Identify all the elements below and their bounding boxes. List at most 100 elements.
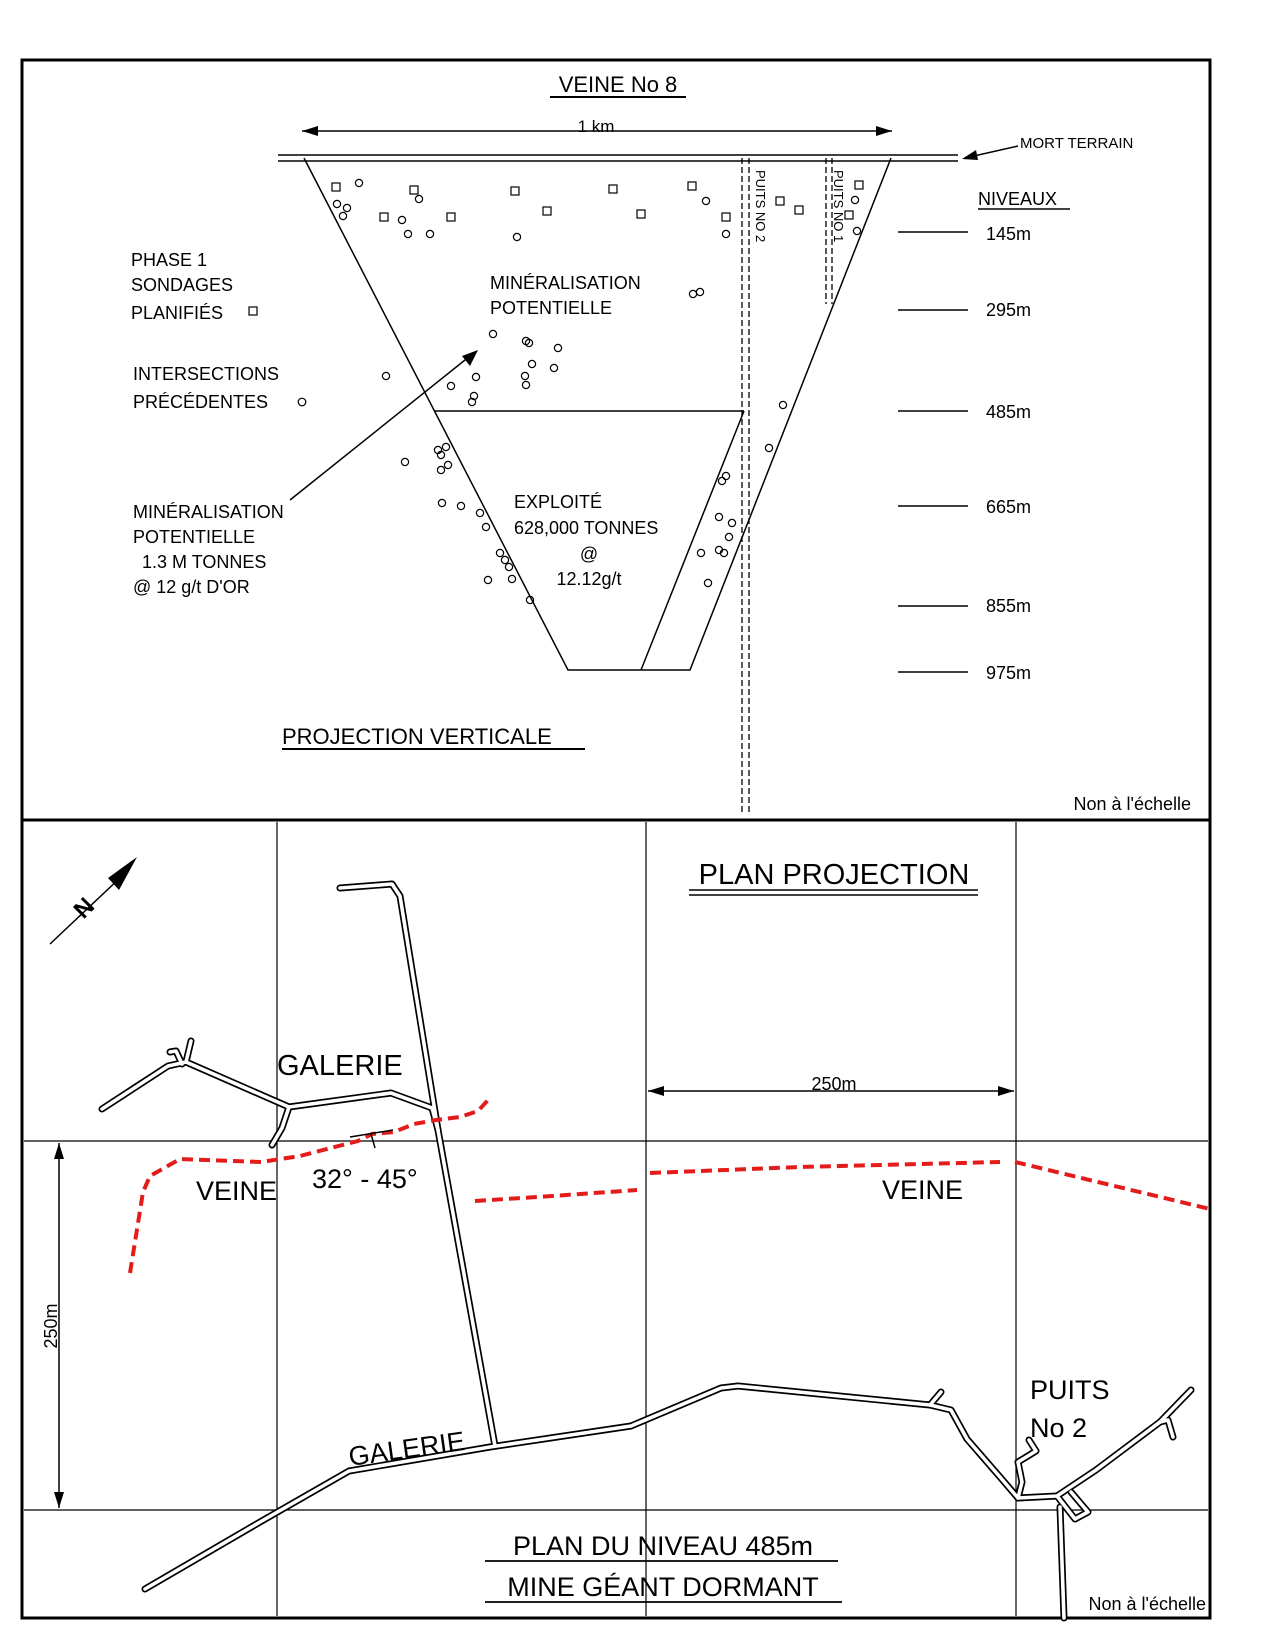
intersection	[695, 287, 705, 297]
intersection	[469, 391, 479, 401]
intersections-line-1: INTERSECTIONS	[133, 364, 279, 384]
intersection	[764, 443, 774, 453]
plan-grid	[24, 822, 1208, 1616]
intersection	[467, 397, 477, 407]
shaft-2-station-fill	[1016, 1438, 1038, 1500]
north-drift-fill	[338, 882, 497, 1448]
level-label: 975m	[986, 663, 1031, 683]
planned-hole	[446, 212, 456, 222]
intersection	[521, 380, 531, 390]
intersection	[507, 574, 517, 584]
veine-right-label: VEINE	[882, 1175, 963, 1205]
galerie-upper-label: GALERIE	[277, 1050, 403, 1082]
planned-hole	[409, 185, 419, 195]
intersection	[512, 232, 522, 242]
vein-trace-far-east	[1014, 1160, 1211, 1211]
intersection	[456, 501, 466, 511]
intersection	[381, 371, 391, 381]
intersection	[721, 229, 731, 239]
planned-hole	[542, 206, 552, 216]
vein-trace-west	[128, 1098, 490, 1274]
planned-hole	[854, 180, 864, 190]
north-arrow: N	[49, 857, 137, 945]
vein-traces	[128, 1098, 1211, 1274]
potential-outside-line-2: POTENTIELLE	[133, 527, 255, 547]
plan-title-line-2: MINE GÉANT DORMANT	[507, 1572, 819, 1602]
top-scale-note: Non à l'échelle	[1073, 794, 1191, 814]
level-label: 665m	[986, 497, 1031, 517]
upper-galerie-stub-2-fill	[168, 1049, 184, 1066]
intersection	[403, 229, 413, 239]
potential-outside-line-4: @ 12 g/t D'OR	[133, 577, 250, 597]
intersection	[414, 194, 424, 204]
intersection	[504, 562, 514, 572]
veine-left-label: VEINE	[196, 1176, 277, 1206]
planned-hole	[775, 196, 785, 206]
dip-symbol-strike	[349, 1129, 394, 1138]
intersection	[332, 199, 342, 209]
intersection	[520, 371, 530, 381]
intersection	[342, 203, 352, 213]
intersection	[524, 338, 534, 348]
intersection	[527, 359, 537, 369]
intersection	[443, 460, 453, 470]
intersection	[397, 215, 407, 225]
intersection	[436, 465, 446, 475]
planned-hole	[721, 212, 731, 222]
mined-line-3: @	[580, 544, 598, 564]
vein-trace-central	[474, 1188, 638, 1203]
planned-hole	[636, 209, 646, 219]
mined-line-2: 628,000 TONNES	[514, 518, 658, 538]
intersection	[525, 595, 535, 605]
potential-outside-line-1: MINÉRALISATION	[133, 502, 284, 522]
intersection	[852, 226, 862, 236]
intersection	[495, 548, 505, 558]
intersection	[354, 178, 364, 188]
planned-hole	[687, 181, 697, 191]
potential-outside-line-3: 1.3 M TONNES	[142, 552, 266, 572]
vein-outline	[303, 157, 892, 671]
intersection	[446, 381, 456, 391]
intersection	[850, 195, 860, 205]
grid-h-label: 250m	[811, 1074, 856, 1094]
planned-hole-legend-symbol	[248, 306, 258, 316]
level-label: 855m	[986, 596, 1031, 616]
mined-line-1: EXPLOITÉ	[514, 492, 602, 512]
overburden-label: MORT TERRAIN	[1020, 135, 1133, 152]
east-drift-stub-fill	[1158, 1418, 1175, 1439]
grid-v-label: 250m	[41, 1303, 61, 1348]
vein-trace-east	[649, 1160, 1001, 1175]
north-arrowhead	[108, 857, 137, 890]
intersection	[483, 575, 493, 585]
north-arrow-shaft	[49, 875, 123, 945]
previous-intersections	[332, 178, 862, 605]
intersection	[721, 471, 731, 481]
upper-galerie-stub-1-fill	[184, 1039, 193, 1064]
phase1-line-3: PLANIFIÉS	[131, 303, 223, 323]
intersection	[338, 211, 348, 221]
intersection	[703, 578, 713, 588]
width-label: 1 km	[578, 117, 615, 136]
intersection	[400, 457, 410, 467]
section-title: VEINE No 8	[559, 72, 678, 97]
intersection	[500, 555, 510, 565]
intersection-legend-symbol	[297, 397, 307, 407]
plan-projection-title: PLAN PROJECTION	[699, 859, 970, 891]
intersection	[717, 476, 727, 486]
width-arrow-right	[876, 126, 892, 136]
intersection	[727, 518, 737, 528]
shaft-label-line-2: No 2	[1030, 1413, 1087, 1443]
grid-v-arrow-top	[54, 1143, 64, 1159]
dip-label: 32° - 45°	[312, 1164, 418, 1194]
planned-hole	[510, 186, 520, 196]
potential-leader-arrowhead	[462, 350, 478, 366]
shaft-1-label: PUITS NO 1	[831, 170, 846, 242]
intersection	[441, 442, 451, 452]
south-drift-fill	[1058, 1505, 1066, 1620]
lower-galerie-stub-fill	[928, 1390, 943, 1407]
potential-inside-line-2: POTENTIELLE	[490, 298, 612, 318]
planned-hole	[844, 210, 854, 220]
planned-hole	[331, 182, 341, 192]
potential-inside-line-1: MINÉRALISATION	[490, 273, 641, 293]
intersection	[724, 532, 734, 542]
